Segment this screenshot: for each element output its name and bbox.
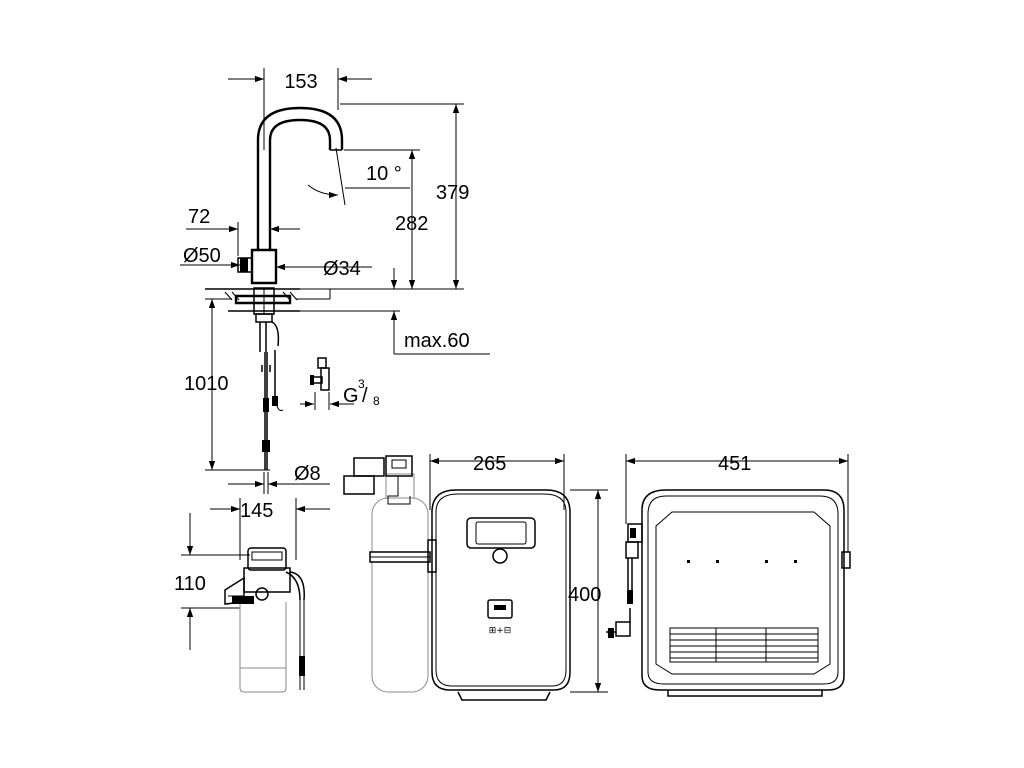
dim-max-thickness: max.60 xyxy=(404,330,470,352)
co2-bottle xyxy=(343,455,431,693)
faucet-drawing xyxy=(205,106,344,470)
filter-cartridge xyxy=(239,602,287,693)
faucet-spout xyxy=(256,106,344,250)
chiller-side-view xyxy=(606,489,851,697)
filter-drawing: 145 110 xyxy=(174,498,330,693)
chiller-vents xyxy=(669,627,819,663)
dim-chiller-depth: 265 xyxy=(473,453,506,475)
chiller-display xyxy=(466,517,536,549)
dim-hose-diameter: Ø8 xyxy=(294,463,321,485)
dim-offset: 72 xyxy=(188,206,210,228)
dim-spout-angle: 10 ° xyxy=(366,163,402,185)
dim-filter-width: 145 xyxy=(240,500,273,522)
dim-spout-height: 282 xyxy=(395,213,428,235)
dim-chiller-height: 400 xyxy=(568,584,601,606)
supply-hoses xyxy=(259,321,280,352)
angle-valve xyxy=(310,357,330,391)
dim-hose-length: 1010 xyxy=(184,373,229,395)
dim-shank-diameter: Ø34 xyxy=(323,258,361,280)
faucet-body xyxy=(250,248,278,285)
dim-spout-reach: 153 xyxy=(284,71,317,93)
svg-text:/: / xyxy=(362,385,368,407)
chiller-knob xyxy=(492,548,508,564)
dim-chiller-width: 451 xyxy=(718,453,751,475)
dim-thread-g: G xyxy=(343,385,359,407)
dim-total-height: 379 xyxy=(436,182,469,204)
chiller-button-caption: ⊞+⊟ xyxy=(489,626,512,636)
dim-filter-height: 110 xyxy=(174,573,206,595)
dim-thread-num: 3 xyxy=(358,377,365,391)
chiller-front-view: ⊞+⊟ xyxy=(427,489,571,701)
dim-base-diameter: Ø50 xyxy=(183,245,221,267)
chiller-button xyxy=(487,599,513,619)
dim-thread-den: 8 xyxy=(373,394,380,408)
